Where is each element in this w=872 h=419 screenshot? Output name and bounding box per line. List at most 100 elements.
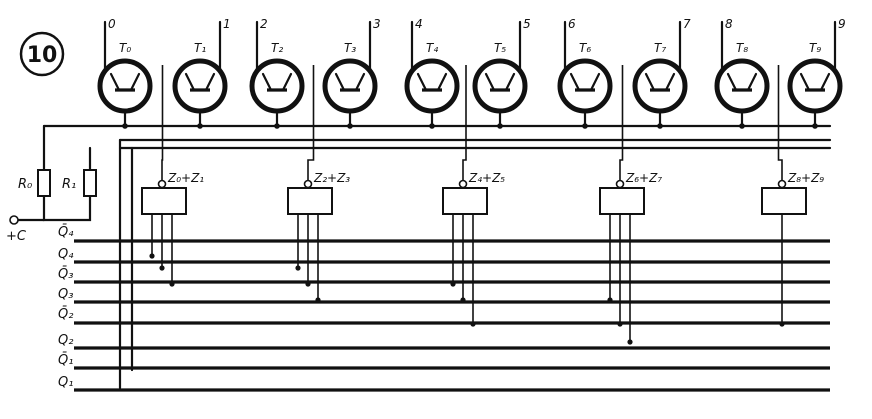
supply-terminal-icon: [9, 215, 19, 225]
decoder-3-leg-2-junction: [627, 339, 633, 345]
transistor-4-junction: [429, 123, 435, 129]
transistor-6-leg-b: [589, 72, 601, 92]
bus-line-6-label: Q̄₁: [58, 353, 73, 368]
transistor-8-leg-b: [746, 72, 758, 92]
transistor-7-body: [632, 58, 688, 114]
transistor-6-leg-a: [569, 72, 581, 92]
decoder-2: Z₄+Z₅: [442, 65, 505, 327]
transistor-7: 7T₇: [632, 17, 691, 129]
resistor-r1-body: [83, 169, 97, 197]
bus-line-2-label: Q̄₃: [58, 267, 73, 282]
decoder-4: Z₈+Z₉: [761, 65, 824, 327]
decoder-0-input-icon: [157, 179, 167, 189]
transistor-1-leg-b: [204, 72, 216, 92]
figure-number-badge: 10: [19, 31, 65, 77]
transistor-3: 3T₃: [322, 17, 381, 129]
bus-line-0-label: Q̄₄: [58, 225, 74, 240]
transistor-5-label: T₅: [494, 41, 506, 55]
transistor-0-leg-b: [129, 72, 141, 92]
transistor-9-output-label: 9: [838, 17, 846, 31]
transistor-2-output-label: 2: [260, 17, 268, 31]
transistor-3-junction: [347, 123, 353, 129]
decoder-3: Z₆+Z₇: [599, 65, 662, 345]
transistor-9: 9T₉: [787, 17, 846, 129]
bus-line-0: Q̄₄: [58, 225, 830, 243]
decoder-3-feed-wire: [619, 65, 624, 182]
decoder-0-leg-1-junction: [159, 265, 165, 271]
transistor-9-leg-a: [799, 72, 811, 92]
transistor-7-label: T₇: [654, 41, 666, 55]
decoder-4-input-icon: [777, 179, 787, 189]
transistor-7-leg-b: [664, 72, 676, 92]
transistor-3-leg-b: [354, 72, 366, 92]
transistor-0: 0T₀: [97, 17, 153, 129]
transistor-1-junction: [197, 123, 203, 129]
decoder-0: Z₀+Z₁: [141, 65, 204, 287]
transistor-8-body: [714, 58, 770, 114]
transistor-2-body: [249, 58, 305, 114]
resistor-join-wire: [42, 194, 92, 222]
decoder-2-input-icon: [458, 179, 468, 189]
transistor-5-output-label: 5: [523, 17, 531, 31]
transistor-6-junction: [582, 123, 588, 129]
transistor-9-label: T₉: [809, 41, 821, 55]
decoder-1-body: [287, 187, 333, 215]
transistor-0-output-label: 0: [108, 17, 116, 31]
decoder-1-feed-wire: [307, 65, 315, 182]
bus-line-3: Q₃: [58, 287, 830, 304]
decoder-1-label: Z₂+Z₃: [313, 171, 350, 185]
transistor-0-label: T₀: [119, 41, 131, 55]
decoder-4-body: [761, 187, 807, 215]
transistor-8-junction: [739, 123, 745, 129]
transistor-3-output-label: 3: [373, 17, 381, 31]
transistor-5-leg-b: [504, 72, 516, 92]
decoder-2-label: Z₄+Z₅: [468, 171, 505, 185]
transistor-6-body: [557, 58, 613, 114]
transistor-8: 8T₈: [714, 17, 770, 129]
transistor-5-leg-a: [484, 72, 496, 92]
transistor-2-label: T₂: [271, 41, 283, 55]
decoder-0-leg-0-junction: [149, 253, 155, 259]
transistor-1: 1T₁: [172, 17, 231, 129]
bus-line-7-label: Q₁: [58, 375, 73, 390]
decoder-4-label: Z₈+Z₉: [787, 171, 824, 185]
resistor-r1-label: R₁: [62, 177, 76, 192]
transistor-1-label: T₁: [194, 41, 206, 55]
transistor-4: 4T₄: [404, 17, 460, 129]
transistor-9-junction: [812, 123, 818, 129]
transistor-3-leg-a: [334, 72, 346, 92]
bus-line-5-label: Q₂: [58, 333, 73, 348]
transistor-7-output-label: 7: [683, 17, 691, 31]
transistor-9-leg-b: [819, 72, 831, 92]
decoder-2-feed-wire: [462, 65, 467, 182]
wiring: [14, 124, 832, 390]
transistor-6-label: T₆: [579, 41, 591, 55]
transistor-9-body: [787, 58, 843, 114]
decoder-1-leg-0-junction: [295, 265, 301, 271]
bus-line-4-label: Q̄₂: [58, 307, 73, 322]
decoder-group: Z₀+Z₁ Z₂+Z₃ Z₄+Z₅ Z₆+Z₇ Z₈+Z₉: [141, 65, 824, 345]
transistor-4-label: T₄: [426, 41, 438, 55]
transistor-6-output-label: 6: [568, 17, 576, 31]
bus-line-1: Q₄: [58, 247, 830, 264]
transistor-8-leg-a: [726, 72, 738, 92]
transistor-5: 5T₅: [472, 17, 531, 129]
decoder-3-body: [599, 187, 645, 215]
bus-line-1-label: Q₄: [58, 247, 74, 262]
bus-line-group: Q̄₄ Q₄ Q̄₃ Q₃ Q̄₂ Q₂ Q̄₁ Q₁: [58, 225, 830, 392]
transistor-6: 6T₆: [557, 17, 613, 129]
transistor-8-label: T₈: [736, 41, 748, 55]
decoder-3-label: Z₆+Z₇: [625, 171, 662, 185]
decoder-2-body: [442, 187, 488, 215]
transistor-4-leg-a: [416, 72, 428, 92]
transistor-7-leg-a: [644, 72, 656, 92]
transistor-8-output-label: 8: [725, 17, 733, 31]
bus-line-4: Q̄₂: [58, 307, 830, 325]
transistor-1-leg-a: [184, 72, 196, 92]
transistor-3-label: T₃: [344, 41, 356, 55]
transistor-4-leg-b: [436, 72, 448, 92]
resistor-r0-body: [37, 169, 51, 197]
transistor-7-junction: [657, 123, 663, 129]
